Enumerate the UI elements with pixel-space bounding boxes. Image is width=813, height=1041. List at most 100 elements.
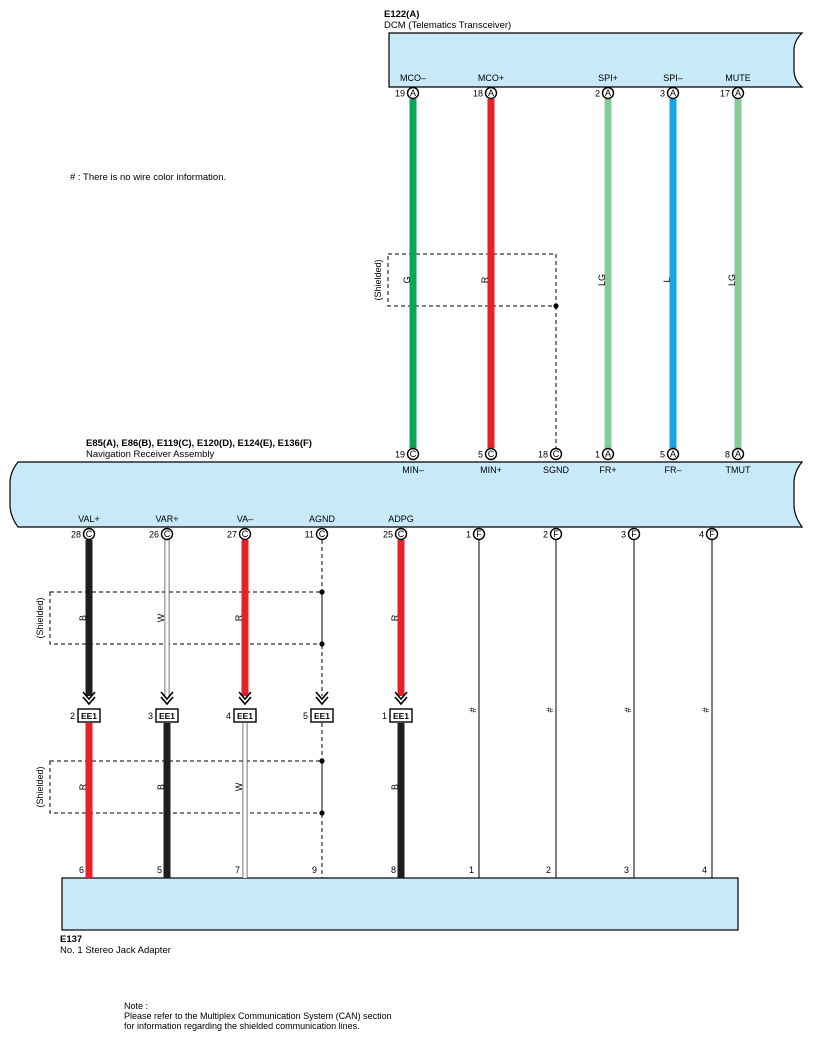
signal-label-bottom: MIN– <box>402 465 424 475</box>
note-title: Note : <box>124 1001 148 1011</box>
connector-letter: C <box>398 529 405 539</box>
connector-circle <box>484 86 498 100</box>
wire-color-label: B <box>78 615 88 621</box>
connector-letter: A <box>605 88 611 98</box>
jack-pin-number: 4 <box>702 865 707 875</box>
connector-letter: C <box>242 529 249 539</box>
connector-circle <box>731 86 745 100</box>
nav-id: E85(A), E86(B), E119(C), E120(D), E124(E… <box>86 438 312 449</box>
terminal-arrow <box>160 691 174 701</box>
connector-letter: C <box>319 529 326 539</box>
terminal-arrow <box>238 696 252 706</box>
jack-pin-number: 1 <box>469 865 474 875</box>
pin-number: 11 <box>305 530 314 540</box>
connector-circle <box>627 527 641 541</box>
junction-connector-label: EE1 <box>159 711 175 721</box>
connector-letter: F <box>553 529 559 539</box>
dcm-name: DCM (Telematics Transceiver) <box>384 20 511 31</box>
connector-letter: A <box>488 88 494 98</box>
jack-pin-number: 8 <box>391 865 396 875</box>
note-line-1: Please refer to the Multiplex Communicat… <box>124 1011 392 1021</box>
junction-connector-label: EE1 <box>393 711 409 721</box>
terminal-arrow <box>315 696 329 706</box>
wire-color-label: # <box>468 707 478 712</box>
junction-connector-box <box>233 708 257 723</box>
jack-pin-number: 7 <box>235 865 240 875</box>
wire-color-label: R <box>78 783 88 790</box>
signal-label-top: MCO– <box>400 73 426 83</box>
signal-label: AGND <box>309 514 336 524</box>
terminal-arrow <box>238 691 252 701</box>
wire-color-label: B <box>390 784 400 790</box>
pin-number: 19 <box>395 89 405 99</box>
pin-number: 1 <box>595 450 600 460</box>
pin-number: 3 <box>621 530 626 540</box>
connector-letter: C <box>488 449 495 459</box>
wire-color-label: W <box>234 782 244 791</box>
wire-color-label: LG <box>727 274 737 286</box>
wire-color-label: R <box>480 276 490 283</box>
connector-circle <box>315 527 329 541</box>
wire-color-label: G <box>402 276 412 283</box>
connector-circle <box>406 447 420 461</box>
signal-label-bottom: MIN+ <box>480 465 502 475</box>
connector-circle <box>549 447 563 461</box>
connector-letter: A <box>670 449 676 459</box>
connector-letter: F <box>631 529 637 539</box>
pin-number: 5 <box>660 450 665 460</box>
dcm-id: E122(A) <box>384 9 419 20</box>
jack-pin-number: 2 <box>546 865 551 875</box>
junction-pin-number: 1 <box>382 711 387 721</box>
connector-letter: F <box>476 529 482 539</box>
jack-pin-number: 3 <box>624 865 629 875</box>
wire-color-label: R <box>390 614 400 621</box>
connector-letter: A <box>735 88 741 98</box>
shield-splice <box>319 758 325 764</box>
terminal-arrow <box>394 691 408 701</box>
wire-color-label: # <box>545 707 555 712</box>
connector-circle <box>238 527 252 541</box>
junction-pin-number: 5 <box>303 711 308 721</box>
signal-label-bottom: FR– <box>664 465 681 475</box>
pin-number: 28 <box>71 530 81 540</box>
signal-label-bottom: TMUT <box>726 465 751 475</box>
junction-pin-number: 3 <box>148 711 153 721</box>
connector-circle <box>705 527 719 541</box>
connector-letter: F <box>709 529 715 539</box>
connector-circle <box>484 447 498 461</box>
connector-circle <box>394 527 408 541</box>
connector-letter: A <box>410 88 416 98</box>
wire-color-label: LG <box>597 274 607 286</box>
signal-label-top: MCO+ <box>478 73 504 83</box>
signal-label: VAR+ <box>155 514 178 524</box>
jack-id: E137 <box>60 934 82 945</box>
connector-circle <box>601 86 615 100</box>
junction-connector-label: EE1 <box>237 711 253 721</box>
signal-label-bottom: FR+ <box>599 465 616 475</box>
connector-circle <box>666 447 680 461</box>
nav-name: Navigation Receiver Assembly <box>86 449 215 460</box>
connector-circle <box>666 86 680 100</box>
signal-label-top: SPI+ <box>598 73 618 83</box>
terminal-arrow <box>315 691 329 701</box>
shield-splice <box>319 589 325 595</box>
junction-connector-label: EE1 <box>81 711 97 721</box>
shielded-label: (Shielded) <box>35 597 45 638</box>
signal-label-top: SPI– <box>663 73 683 83</box>
connector-circle <box>160 527 174 541</box>
pin-number: 18 <box>538 450 548 460</box>
